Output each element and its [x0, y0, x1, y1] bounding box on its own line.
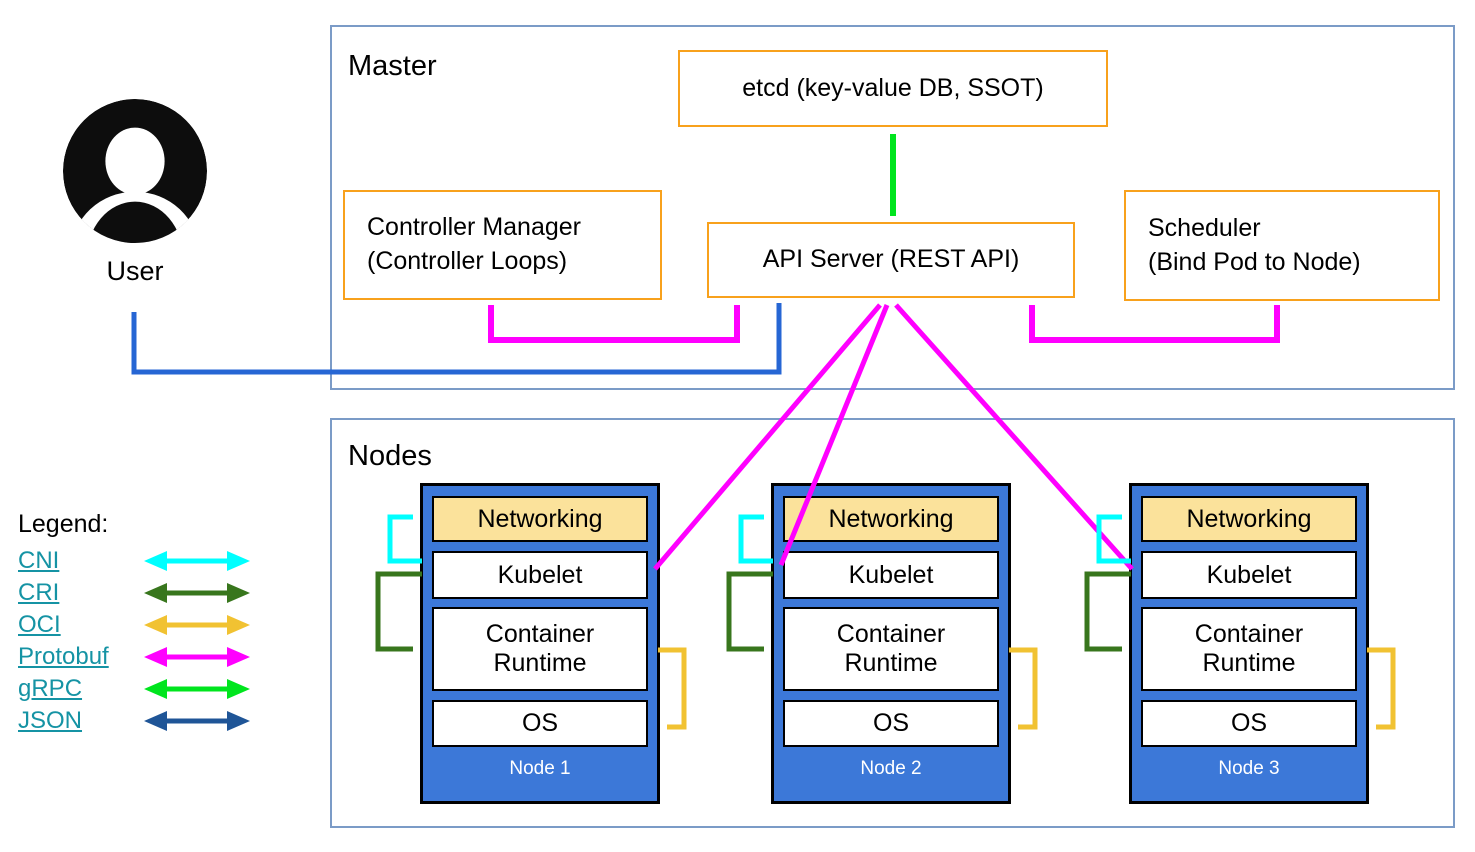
json-legend-arrow-icon — [144, 711, 250, 731]
legend-link-protobuf[interactable]: Protobuf — [18, 643, 109, 670]
node-2-os-layer: OS — [783, 700, 999, 747]
legend-title: Legend: — [18, 510, 109, 538]
scheduler-box: Scheduler (Bind Pod to Node) — [1124, 190, 1440, 301]
node-1-networking-layer: Networking — [432, 496, 648, 542]
legend-row-protobuf: Protobuf — [18, 641, 252, 673]
protobuf-legend-arrow-icon — [144, 647, 250, 667]
node-2-kubelet-layer: Kubelet — [783, 551, 999, 599]
node-3-kubelet-layer: Kubelet — [1141, 551, 1357, 599]
legend-link-json[interactable]: JSON — [18, 707, 83, 734]
api-server-box: API Server (REST API) — [707, 222, 1075, 298]
legend-row-cri: CRI — [18, 577, 252, 609]
node-3-os-layer: OS — [1141, 700, 1357, 747]
legend-link-cri[interactable]: CRI — [18, 579, 60, 606]
scheduler-label-line2: (Bind Pod to Node) — [1148, 247, 1361, 276]
controller-manager-box: Controller Manager (Controller Loops) — [343, 190, 662, 300]
nodes-section-title: Nodes — [348, 440, 432, 472]
master-section-box — [330, 25, 1455, 390]
user-icon — [62, 98, 208, 244]
node-1-kubelet-layer: Kubelet — [432, 551, 648, 599]
legend-row-grpc: gRPC — [18, 673, 252, 705]
legend-row-oci: OCI — [18, 609, 252, 641]
master-section-title: Master — [348, 50, 437, 82]
legend-link-grpc[interactable]: gRPC — [18, 675, 83, 702]
etcd-box: etcd (key-value DB, SSOT) — [678, 50, 1108, 127]
node-2-container-runtime-layer: Container Runtime — [783, 607, 999, 691]
grpc-legend-arrow-icon — [144, 679, 250, 699]
node-1-container-runtime-layer: Container Runtime — [432, 607, 648, 691]
node-2-networking-layer: Networking — [783, 496, 999, 542]
controller-manager-label-line2: (Controller Loops) — [367, 247, 568, 275]
legend: Legend: CNI CRI OCI — [18, 510, 252, 737]
node-1-name: Node 1 — [509, 758, 571, 779]
legend-row-cni: CNI — [18, 545, 252, 577]
controller-manager-label-line1: Controller Manager — [367, 213, 581, 242]
legend-row-json: JSON — [18, 705, 252, 737]
etcd-label: etcd (key-value DB, SSOT) — [742, 73, 1044, 102]
cni-legend-arrow-icon — [144, 551, 250, 571]
oci-legend-arrow-icon — [144, 615, 250, 635]
node-2-box: Networking Kubelet Container Runtime OS … — [771, 483, 1011, 804]
node-3-box: Networking Kubelet Container Runtime OS … — [1129, 483, 1369, 804]
nodes-section-box — [330, 418, 1455, 828]
api-server-label: API Server (REST API) — [762, 245, 1020, 274]
legend-link-oci[interactable]: OCI — [18, 611, 61, 638]
legend-link-cni[interactable]: CNI — [18, 547, 60, 574]
node-1-box: Networking Kubelet Container Runtime OS … — [420, 483, 660, 804]
node-1-os-layer: OS — [432, 700, 648, 747]
cri-legend-arrow-icon — [144, 583, 250, 603]
node-3-networking-layer: Networking — [1141, 496, 1357, 542]
node-3-container-runtime-layer: Container Runtime — [1141, 607, 1357, 691]
node-2-name: Node 2 — [860, 758, 922, 779]
node-3-name: Node 3 — [1218, 758, 1280, 779]
scheduler-label-line1: Scheduler — [1148, 213, 1261, 242]
user-label: User — [106, 256, 164, 286]
